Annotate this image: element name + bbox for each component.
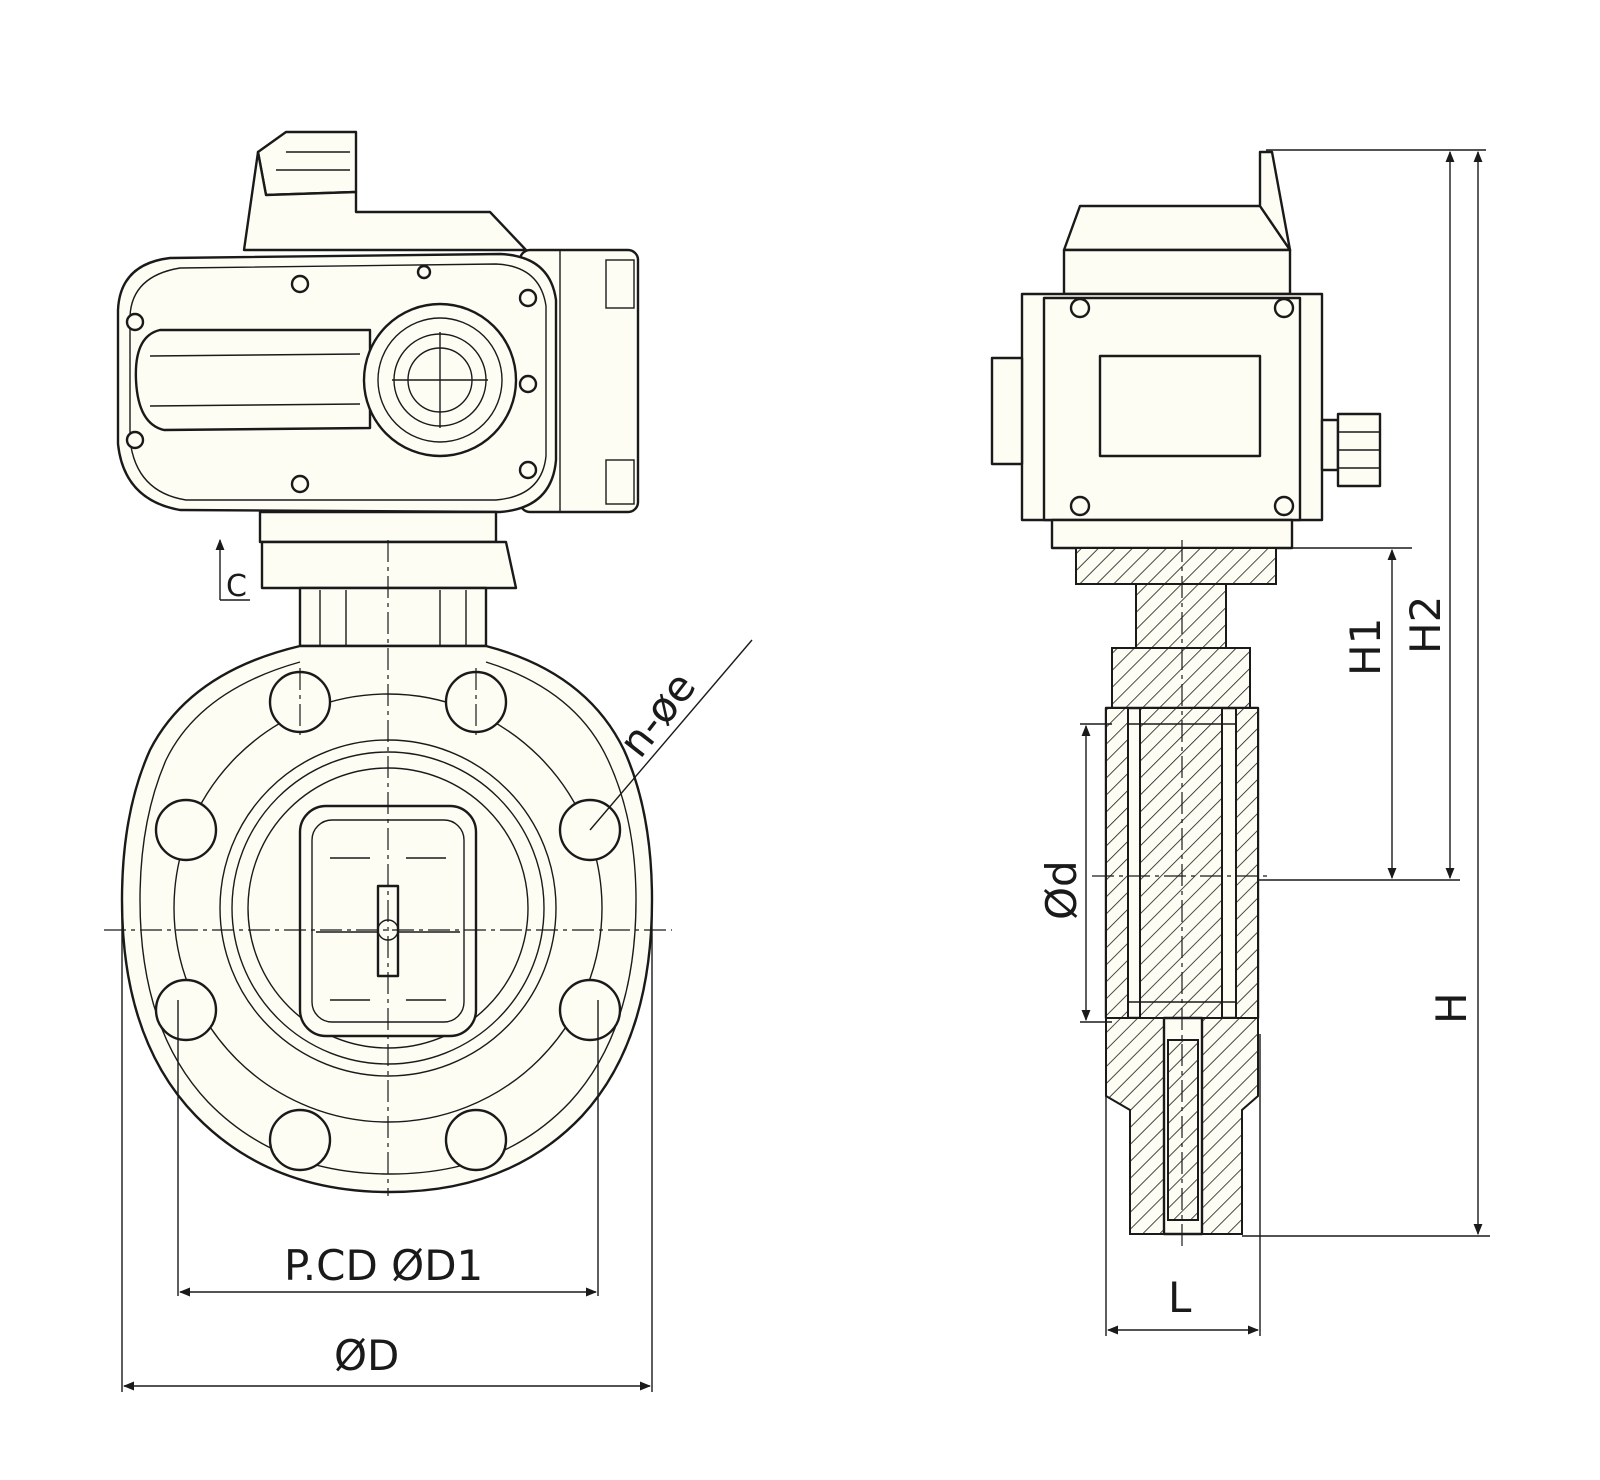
screw-icon bbox=[290, 274, 310, 294]
valve-flange bbox=[120, 644, 654, 1194]
screw-icon bbox=[1273, 297, 1295, 319]
actuator-top-cover bbox=[242, 130, 528, 252]
label-l: L bbox=[1168, 1273, 1192, 1322]
dimension-pcd: P.CD ØD1 bbox=[177, 1000, 599, 1297]
dimension-h: H bbox=[1242, 150, 1490, 1237]
actuator-side bbox=[990, 150, 1382, 550]
dimension-c: C bbox=[215, 538, 250, 604]
dimension-l: L bbox=[1105, 1034, 1261, 1336]
bolt-hole bbox=[444, 1108, 508, 1172]
label-pcd: P.CD ØD1 bbox=[284, 1241, 483, 1290]
screw-icon bbox=[1069, 297, 1091, 319]
front-view: C n-øe P.CD ØD1 ØD bbox=[104, 130, 753, 1392]
bolt-hole bbox=[558, 978, 622, 1042]
label-h: H bbox=[1427, 992, 1476, 1024]
screw-icon bbox=[125, 430, 145, 450]
screw-icon bbox=[518, 374, 538, 394]
screw-icon bbox=[1069, 495, 1091, 517]
label-h2: H2 bbox=[1401, 596, 1450, 654]
screw-icon bbox=[518, 288, 538, 308]
screw-icon bbox=[416, 264, 432, 280]
bolt-hole bbox=[154, 978, 218, 1042]
label-c: C bbox=[226, 569, 247, 604]
screw-icon bbox=[518, 460, 538, 480]
label-h1: H1 bbox=[1341, 618, 1390, 676]
bracket-section bbox=[1075, 547, 1277, 709]
screw-icon bbox=[125, 312, 145, 332]
screw-icon bbox=[1273, 495, 1295, 517]
side-view: Ød L H1 H2 H bbox=[990, 149, 1490, 1336]
actuator-housing bbox=[116, 248, 640, 514]
label-od: ØD bbox=[334, 1331, 399, 1380]
screw-icon bbox=[290, 474, 310, 494]
mounting-bracket bbox=[258, 510, 518, 648]
dimension-h1: H1 bbox=[1258, 547, 1460, 881]
label-d: Ød bbox=[1037, 860, 1086, 920]
dimension-d: Ød bbox=[1037, 723, 1112, 1023]
dimension-holes: n-øe bbox=[589, 639, 753, 831]
dimension-od: ØD bbox=[121, 900, 653, 1392]
dimension-h2: H2 bbox=[1266, 149, 1486, 880]
bolt-hole bbox=[268, 1108, 332, 1172]
bolt-hole bbox=[154, 798, 218, 862]
